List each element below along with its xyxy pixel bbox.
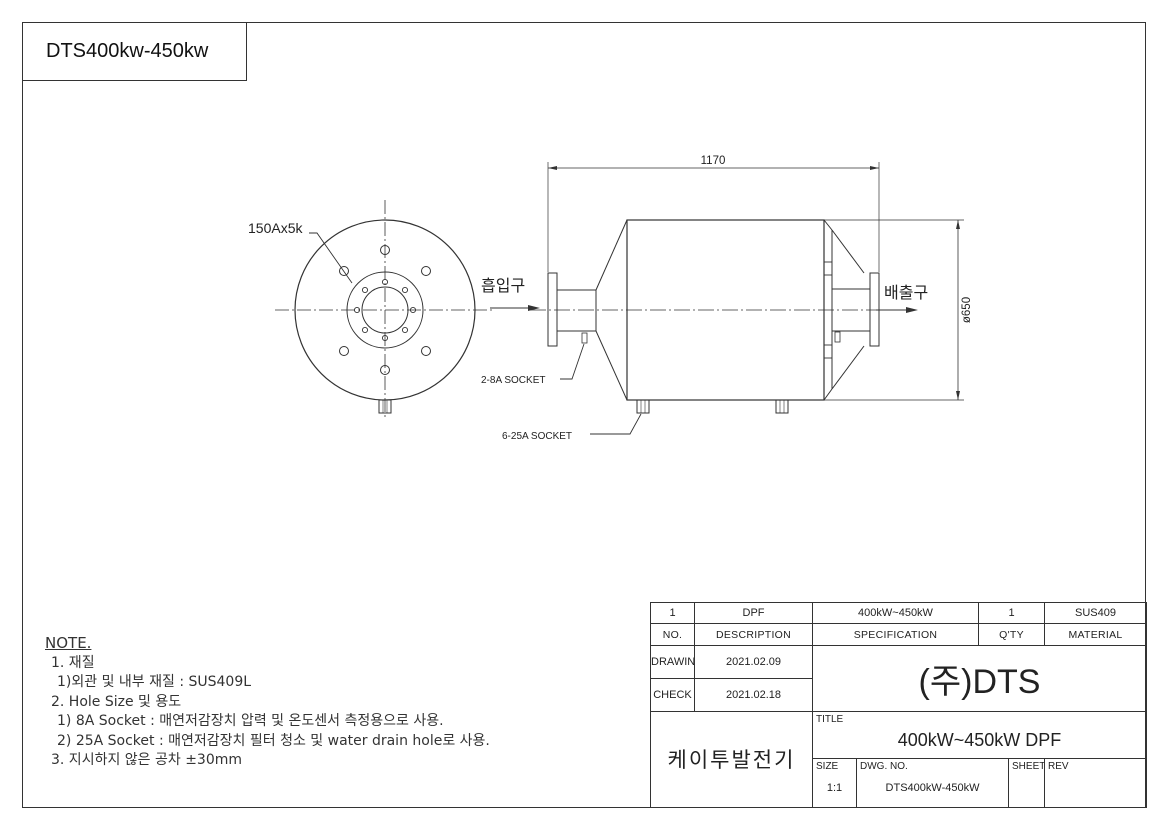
title-row: 케이투발전기 TITLE 400kW~450kW DPF [650,710,1148,809]
side-body [626,219,825,401]
body-holes [339,245,431,375]
dwg-no-label: DWG. NO. [860,760,908,772]
length-dim-label: 1170 [701,155,726,167]
inlet-cone-bottom [595,330,628,401]
bottom-socket-left [636,399,650,414]
part-qty: 1 [978,601,1046,625]
outlet-8a-socket [834,331,841,343]
parts-header-row: NO. DESCRIPTION SPECIFICATION Q'TY MATER… [650,623,1148,646]
header-specification: SPECIFICATION [811,623,980,646]
drawing-frame [22,22,1146,808]
inlet-flange [547,272,558,347]
parts-row: 1 DPF 400kW~450kW 1 SUS409 [650,601,1148,625]
dwg-no-value: DTS400kW-450kW [885,781,980,794]
small-socket-leader [560,343,585,380]
cone-socket-bottom [823,344,833,359]
rev-cell: REV [1044,757,1148,809]
flange-bolt-holes [353,278,417,342]
note-line: 2) 25A Socket : 매연저감장치 필터 청소 및 water dra… [57,732,490,749]
flange-leader [309,232,353,284]
outlet-cone-bottom [831,345,865,390]
front-view [275,200,495,420]
outlet-arrow [876,307,918,313]
drawing-title: DTS400kw-450kw [22,22,247,81]
front-bottom-socket [378,399,392,414]
header-qty: Q'TY [978,623,1046,646]
front-flange-circle [346,271,424,349]
note-line: 3. 지시하지 않은 공차 ±30mm [51,752,243,768]
note-line: 1)외관 및 내부 재질 : SUS409L [57,674,252,690]
drawing-name: 400kW~450kW DPF [897,730,1062,751]
drawing-label: DRAWING [650,644,695,679]
title-cell: TITLE 400kW~450kW DPF [811,710,1148,759]
size-label: SIZE [816,760,839,772]
check-row: CHECK 2021.02.18 [650,677,1147,712]
large-socket-label: 6-25A SOCKET [502,431,572,442]
part-description: DPF [694,601,813,625]
header-description: DESCRIPTION [694,623,813,646]
inlet-arrow [490,305,540,311]
diameter-dim-label: ø650 [961,297,973,323]
part-material: SUS409 [1044,601,1148,625]
drawing-date: 2021.02.09 [694,644,813,679]
info-row: SIZE 1:1 DWG. NO. DTS400kW-450kW SHEET R… [651,757,1148,809]
check-date: 2021.02.18 [694,677,813,712]
dim-arrowheads [548,166,960,400]
title-label: TITLE [816,713,844,725]
inlet-8a-socket [581,332,588,344]
cone-socket-top [823,261,833,276]
company-name: (주)DTS [811,644,1148,712]
note-line: 2. Hole Size 및 용도 [51,693,182,710]
title-block: 1 DPF 400kW~450kW 1 SUS409 NO. DESCRIPTI… [650,601,1148,809]
inlet-label: 흡입구 [481,277,525,295]
flange-label: 150Ax5k [248,220,303,236]
header-no: NO. [650,623,695,646]
header-material: MATERIAL [1044,623,1148,646]
sheet-cell: SHEET [1008,757,1046,809]
front-pipe-circle [361,286,409,334]
check-label: CHECK [650,677,695,712]
outlet-label: 배출구 [884,284,928,302]
note-line: 1) 8A Socket : 매연저감장치 압력 및 온도센서 측정용으로 사용… [57,713,444,729]
sheet-label: SHEET [1012,760,1045,772]
notes-heading: NOTE. [45,634,92,652]
size-cell: SIZE 1:1 [812,757,857,809]
outlet-cone-top [831,229,865,274]
part-no: 1 [650,601,695,625]
note-line: 1. 재질 [51,654,95,671]
notes-block: NOTE. 1. 재질 1)외관 및 내부 재질 : SUS409L 2. Ho… [45,634,490,771]
drawing-row: DRAWING 2021.02.09 (주)DTS [650,644,1148,712]
part-specification: 400kW~450kW [811,601,980,625]
size-value: 1:1 [826,781,843,794]
owner-name: 케이투발전기 [650,710,813,809]
inlet-cone-top [595,219,628,291]
large-socket-leader [590,413,642,435]
rev-label: REV [1048,760,1069,772]
side-view [530,162,964,435]
bottom-socket-right [775,399,789,414]
dwg-no-cell: DWG. NO. DTS400kW-450kW [855,757,1010,809]
small-socket-label: 2-8A SOCKET [481,375,545,386]
